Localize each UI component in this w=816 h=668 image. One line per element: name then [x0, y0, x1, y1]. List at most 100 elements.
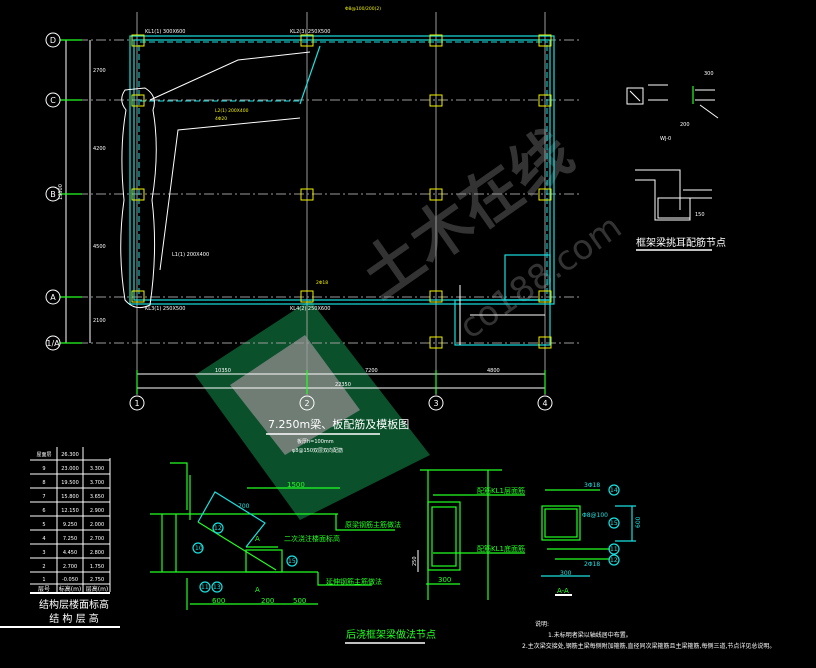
label: A-A — [557, 587, 569, 595]
revision-cloud — [120, 87, 157, 309]
drawing-line — [245, 549, 283, 573]
label: 延伸钢筋主筋做法 — [326, 577, 382, 586]
beam-detail: 1500 600 200 500 700 原梁钢筋主筋做法 二次浇注楼面标高 延… — [150, 462, 436, 644]
label: 200 — [680, 122, 690, 128]
drawing-line — [537, 395, 553, 411]
label: 6 — [42, 508, 45, 514]
label: 15 — [288, 558, 296, 565]
notes: 说明: 1.未标明者梁以轴线居中布置。 2.主次梁交接处,钢筋主梁每侧附加箍筋,… — [522, 620, 775, 650]
label: 4800 — [487, 368, 500, 374]
section-aa: 300 600 3Φ18 Φ8@100 2Φ18 14 15 11 12 A-A — [541, 482, 642, 596]
label: L1(1) 200X400 — [172, 252, 209, 258]
drawing-line — [657, 197, 691, 219]
label: 3 — [42, 550, 45, 556]
label: 5 — [42, 522, 45, 528]
drawing-line — [538, 290, 552, 303]
drawing-line — [45, 335, 61, 351]
label: 3 — [433, 399, 438, 408]
label: A — [50, 293, 56, 302]
label: 300 — [438, 576, 451, 584]
drawing-line — [544, 508, 578, 538]
label: 12 — [610, 557, 618, 564]
drawing-line — [300, 34, 314, 47]
label: 说明: — [535, 620, 549, 628]
drawing-line — [149, 51, 311, 101]
label: 屋面层 — [36, 452, 51, 458]
label: 600 — [635, 516, 642, 528]
label: 4 — [42, 536, 45, 542]
drawing-line — [538, 336, 552, 349]
label: D — [50, 36, 56, 45]
label: 7 — [42, 494, 45, 500]
label: KL4(2) 250X600 — [290, 306, 330, 312]
watermark: 土木在线 co188.com — [195, 117, 629, 520]
label: 15.800 — [61, 494, 79, 500]
drawing-line — [626, 87, 644, 105]
label: 2.750 — [90, 577, 104, 583]
drawing-line — [30, 459, 110, 594]
label: 11 — [201, 584, 209, 591]
plan-title: 7.250m梁、板配筋及模板图 — [268, 417, 409, 431]
label: 原梁钢筋主筋做法 — [345, 520, 401, 529]
label: 配筋KL1层面筋 — [477, 486, 525, 495]
label: 200 — [261, 597, 274, 605]
label: 2700 — [93, 68, 106, 74]
drawing-line — [159, 117, 301, 271]
label: 1500 — [287, 481, 305, 489]
label: 层高(m) — [86, 585, 109, 593]
label: 2.900 — [90, 508, 104, 514]
label: 10350 — [215, 368, 231, 374]
label: 300 — [704, 71, 714, 77]
label: 结构层楼面标高 — [39, 598, 109, 611]
label: 300 — [560, 570, 572, 577]
label: 1 — [134, 399, 139, 408]
drawing-line — [299, 45, 321, 105]
label: 15 — [610, 520, 618, 527]
drawing-line — [431, 506, 457, 567]
drawing-line — [199, 581, 211, 593]
label: 8 — [42, 480, 45, 486]
label: 12 — [214, 525, 222, 532]
label: 1.未标明者梁以轴线居中布置。 — [548, 631, 632, 639]
drawing-line — [286, 555, 298, 567]
label: 7.250 — [63, 536, 77, 542]
drawing-line — [192, 542, 204, 554]
drawing-line — [131, 188, 145, 201]
drawing-line — [538, 34, 552, 47]
drawing-line — [429, 94, 443, 107]
drawing-line — [429, 336, 443, 349]
drawing-line — [428, 395, 444, 411]
corbel-title: 框架梁挑耳配筋节点 — [636, 236, 726, 249]
drawing-line — [300, 290, 314, 303]
drawing-line — [635, 169, 681, 210]
label: 1 — [42, 577, 45, 583]
label: 4500 — [93, 244, 106, 250]
axis-bubbles: 1 2 3 4 D C B A 1/A — [45, 32, 553, 411]
label: 4Φ20 — [215, 116, 227, 122]
label: A — [255, 535, 260, 543]
drawing-line — [211, 581, 223, 593]
drawing-line — [608, 554, 620, 566]
label: 4 — [542, 399, 547, 408]
label: 2.700 — [90, 536, 104, 542]
drawing-line — [197, 491, 266, 548]
drawing-line — [699, 104, 719, 119]
label: KL2(3) 250X500 — [290, 29, 330, 35]
drawing-line — [429, 188, 443, 201]
drawing-line — [608, 543, 620, 555]
label: 500 — [293, 597, 306, 605]
label: 2100 — [93, 318, 106, 324]
label: KL3(1) 250X500 — [145, 306, 185, 312]
drawing-line — [129, 35, 555, 305]
drawing-line — [212, 522, 224, 534]
label: 3.650 — [90, 494, 104, 500]
drawing-line — [300, 188, 314, 201]
label: KL1(1) 300X600 — [145, 29, 185, 35]
label: 7200 — [365, 368, 378, 374]
label: 23.000 — [61, 466, 79, 472]
drawing-line — [454, 299, 551, 346]
drawing-line — [429, 290, 443, 303]
label: 150 — [695, 212, 705, 218]
